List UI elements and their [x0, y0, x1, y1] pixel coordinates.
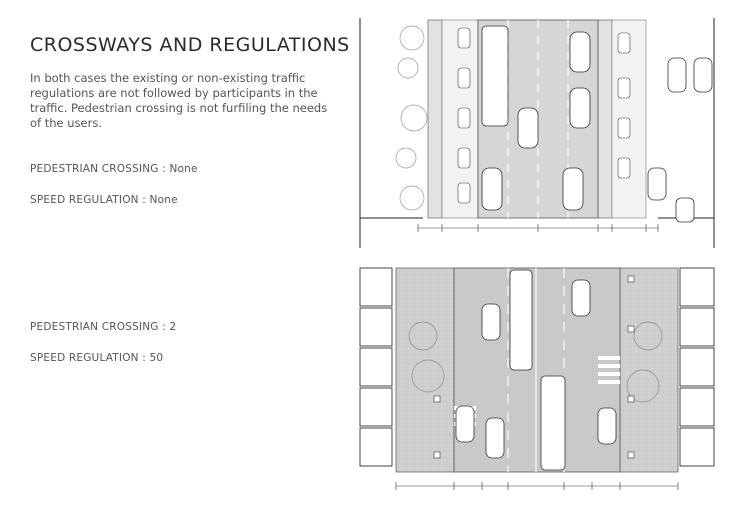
existing-speed-regulation: SPEED REGULATION : None [30, 194, 178, 206]
existing-pedestrian-crossing: PEDESTRIAN CROSSING : None [30, 163, 198, 175]
description-text: In both cases the existing or non-existi… [30, 71, 328, 130]
right-sidewalk [619, 267, 679, 473]
proposed-street-plan [359, 267, 715, 490]
right-green-strip [597, 19, 613, 219]
roadway [453, 267, 621, 473]
left-sidewalk [395, 267, 455, 473]
tree-icons-left [395, 25, 428, 211]
proposed-pedestrian-crossing: PEDESTRIAN CROSSING : 2 [30, 321, 177, 333]
existing-street-plan [359, 18, 715, 248]
left-green-strip [427, 19, 443, 219]
vehicle-icons [455, 269, 617, 471]
page-title: CROSSWAYS AND REGULATIONS [30, 34, 350, 56]
building-blocks [359, 267, 715, 467]
car-icons [481, 25, 713, 223]
proposed-speed-regulation: SPEED REGULATION : 50 [30, 352, 164, 364]
tree-icons [408, 321, 663, 403]
